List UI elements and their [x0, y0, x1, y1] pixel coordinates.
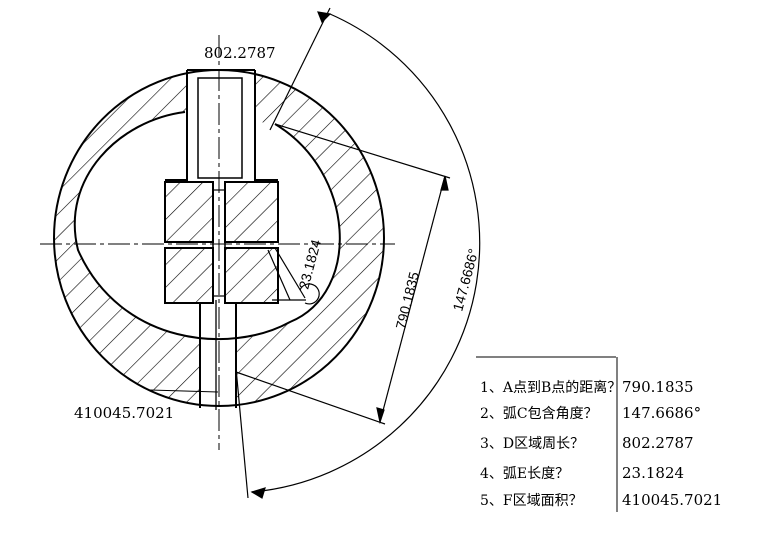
center-lines — [40, 35, 395, 450]
arc-e-marker — [267, 247, 320, 305]
top-slot — [165, 69, 278, 181]
leader-line — [149, 389, 219, 393]
angle-dimension — [235, 7, 481, 499]
answer-2: 147.6686° — [622, 404, 701, 422]
question-5: 5、F区域面积？ — [480, 493, 583, 509]
answer-5: 410045.7021 — [622, 491, 722, 509]
distance-value-label: 790.1835 — [392, 270, 422, 331]
qa-table: 1、A点到B点的距离？ 790.1835 2、弧C包含角度？ 147.6686°… — [476, 356, 722, 512]
center-inserts — [164, 181, 279, 304]
top-value-label: 802.2787 — [204, 44, 276, 62]
left-value-label: 410045.7021 — [74, 404, 174, 422]
question-4: 4、弧E长度？ — [480, 466, 569, 482]
answer-4: 23.1824 — [622, 464, 684, 482]
question-3: 3、D区域周长？ — [480, 436, 584, 452]
answer-1: 790.1835 — [622, 378, 694, 396]
distance-dimension — [235, 123, 451, 425]
question-2: 2、弧C包含角度？ — [480, 406, 598, 422]
answer-3: 802.2787 — [622, 434, 694, 452]
question-1: 1、A点到B点的距离？ — [480, 379, 621, 396]
